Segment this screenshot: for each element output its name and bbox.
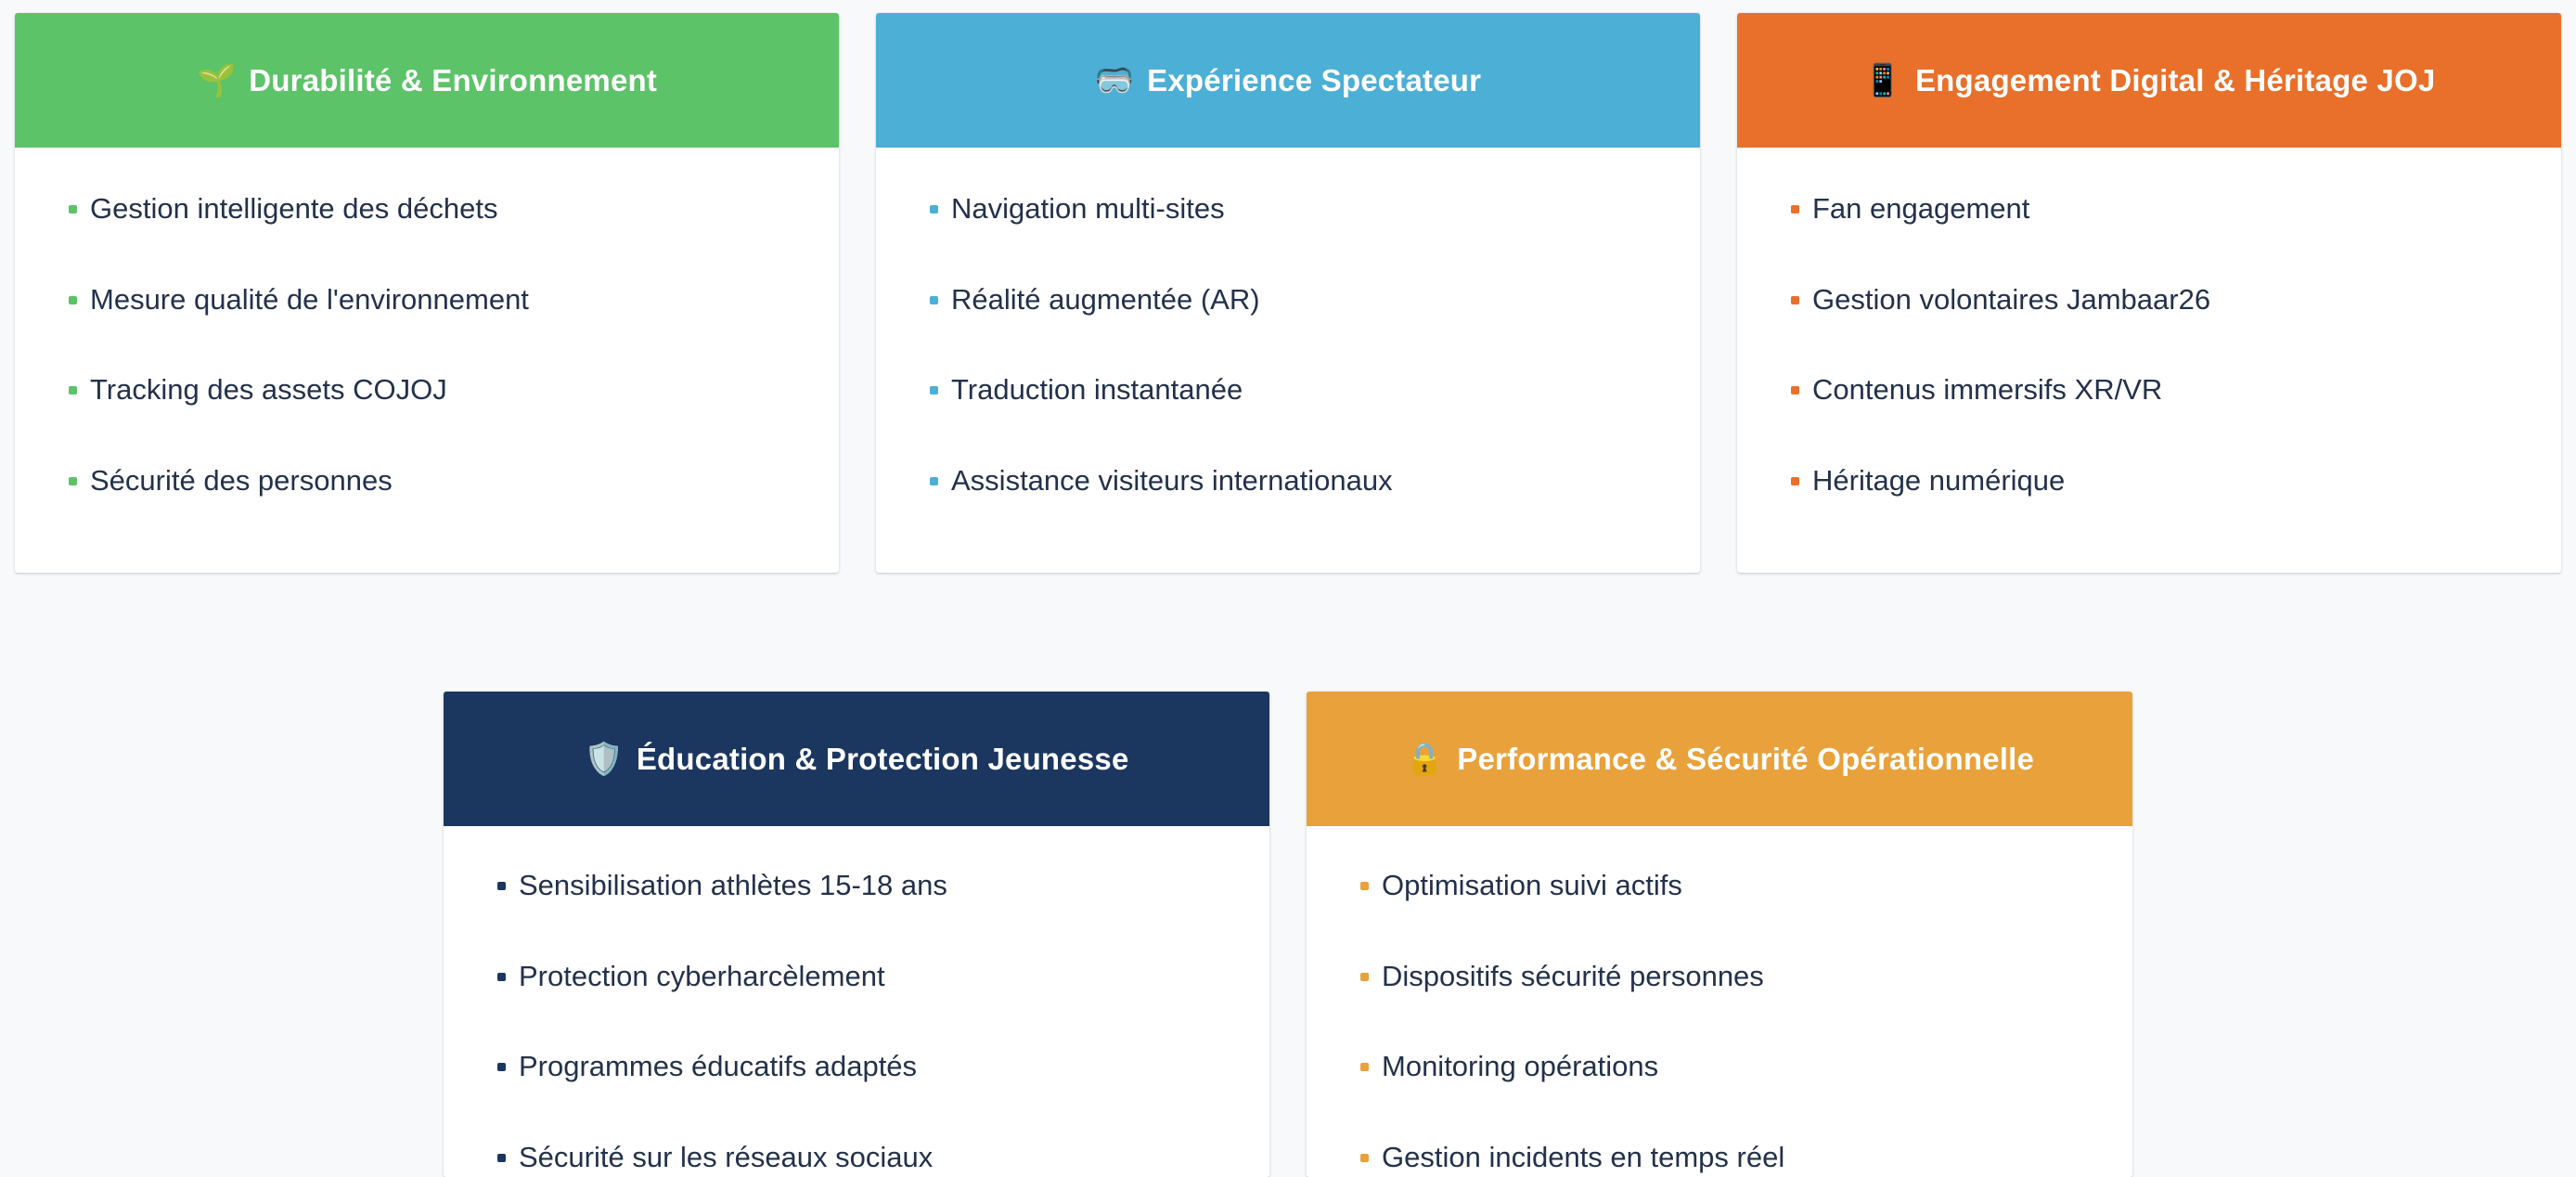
- lock-icon: 🔒: [1404, 741, 1445, 777]
- list-item-label: Héritage numérique: [1812, 463, 2066, 497]
- list-item: Tracking des assets COJOJ: [69, 373, 785, 407]
- card-header-engagement-digital-heritage-joj: 📱 Engagement Digital & Héritage JOJ: [1737, 13, 2561, 148]
- card-header-inner: 🔒 Performance & Sécurité Opérationnelle: [1405, 742, 2034, 777]
- bullet-icon: [1360, 1153, 1369, 1162]
- bullet-icon: [497, 972, 506, 981]
- card-title: Performance & Sécurité Opérationnelle: [1457, 741, 2035, 776]
- list-item-label: Fan engagement: [1812, 192, 2030, 225]
- list-item-label: Gestion volontaires Jambaar26: [1812, 282, 2211, 316]
- list-item: Navigation multi-sites: [930, 192, 1646, 226]
- list-item-label: Réalité augmentée (AR): [951, 282, 1260, 316]
- card-title: Durabilité & Environnement: [249, 62, 658, 97]
- card-header-inner: 📱 Engagement Digital & Héritage JOJ: [1863, 63, 2436, 98]
- list-item: Monitoring opérations: [1360, 1050, 2079, 1083]
- list-item-label: Programmes éducatifs adaptés: [519, 1050, 918, 1083]
- list-item: Traduction instantanée: [930, 373, 1646, 407]
- bullet-icon: [1360, 882, 1369, 890]
- list-item: Programmes éducatifs adaptés: [497, 1050, 1216, 1083]
- card-header-performance-securite-operationnelle: 🔒 Performance & Sécurité Opérationnelle: [1307, 692, 2132, 826]
- bullet-icon: [497, 1153, 506, 1162]
- list-item: Optimisation suivi actifs: [1360, 869, 2079, 902]
- bullet-icon: [1791, 476, 1799, 485]
- list-item-label: Optimisation suivi actifs: [1382, 869, 1682, 901]
- bullet-icon: [69, 386, 77, 395]
- bullet-icon: [930, 476, 938, 485]
- bullet-icon: [69, 476, 77, 485]
- bullet-icon: [69, 295, 77, 304]
- bullet-icon: [497, 1063, 506, 1072]
- card-header-education-protection-jeunesse: 🛡️ Éducation & Protection Jeunesse: [444, 692, 1269, 826]
- list-item: Sécurité sur les réseaux sociaux: [497, 1141, 1216, 1174]
- card-header-inner: 🥽 Expérience Spectateur: [1095, 63, 1481, 98]
- list-item-label: Sécurité des personnes: [90, 463, 393, 497]
- list-item-label: Gestion intelligente des déchets: [90, 192, 498, 225]
- list-item-label: Sécurité sur les réseaux sociaux: [519, 1140, 934, 1173]
- vr-goggles-icon: 🥽: [1094, 62, 1135, 98]
- list-item: Héritage numérique: [1791, 464, 2507, 498]
- list-item: Gestion intelligente des déchets: [69, 192, 785, 226]
- card-title: Expérience Spectateur: [1147, 62, 1482, 97]
- bullet-icon: [930, 386, 938, 395]
- list-item: Dispositifs sécurité personnes: [1360, 960, 2079, 993]
- bullet-icon: [1791, 386, 1799, 395]
- list-item-label: Traduction instantanée: [951, 373, 1243, 407]
- card-title: Engagement Digital & Héritage JOJ: [1914, 62, 2436, 97]
- bullet-icon: [497, 882, 506, 890]
- list-item: Gestion incidents en temps réel: [1360, 1141, 2079, 1174]
- card-title: Éducation & Protection Jeunesse: [636, 741, 1129, 776]
- list-item: Contenus immersifs XR/VR: [1791, 373, 2507, 407]
- bullet-icon: [1791, 295, 1799, 304]
- list-item: Réalité augmentée (AR): [930, 283, 1646, 317]
- list-item-label: Sensibilisation athlètes 15-18 ans: [519, 869, 947, 901]
- list-item: Protection cyberharcèlement: [497, 960, 1216, 993]
- list-item: Sensibilisation athlètes 15-18 ans: [497, 869, 1216, 902]
- list-item: Fan engagement: [1791, 192, 2507, 226]
- list-item: Assistance visiteurs internationaux: [930, 464, 1646, 498]
- list-item-label: Mesure qualité de l'environnement: [90, 282, 529, 316]
- mobile-phone-icon: 📱: [1862, 62, 1902, 98]
- list-item-label: Tracking des assets COJOJ: [90, 373, 447, 407]
- list-item: Sécurité des personnes: [69, 464, 785, 498]
- card-header-inner: 🌱 Durabilité & Environnement: [197, 63, 657, 98]
- list-item-label: Monitoring opérations: [1382, 1050, 1659, 1083]
- list-item-label: Contenus immersifs XR/VR: [1812, 373, 2163, 407]
- bullet-icon: [1791, 205, 1799, 213]
- list-item: Mesure qualité de l'environnement: [69, 283, 785, 317]
- bullet-icon: [930, 205, 938, 213]
- shield-icon: 🛡️: [584, 741, 624, 777]
- seedling-icon: 🌱: [196, 62, 237, 98]
- bullet-icon: [69, 205, 77, 213]
- list-item-label: Gestion incidents en temps réel: [1382, 1140, 1785, 1173]
- bullet-icon: [1360, 972, 1369, 981]
- bullet-icon: [1360, 1063, 1369, 1072]
- card-header-inner: 🛡️ Éducation & Protection Jeunesse: [585, 742, 1129, 777]
- list-item: Gestion volontaires Jambaar26: [1791, 283, 2507, 317]
- card-header-durabilite-environnement: 🌱 Durabilité & Environnement: [15, 13, 839, 148]
- list-item-label: Dispositifs sécurité personnes: [1382, 959, 1764, 992]
- list-item-label: Protection cyberharcèlement: [519, 959, 885, 992]
- bullet-icon: [930, 295, 938, 304]
- card-engagement-digital-heritage-joj: 📱 Engagement Digital & Héritage JOJ Fan en…: [1737, 13, 2561, 573]
- list-item-label: Navigation multi-sites: [951, 192, 1225, 225]
- list-item-label: Assistance visiteurs internationaux: [951, 463, 1393, 497]
- card-header-experience-spectateur: 🥽 Expérience Spectateur: [876, 13, 1700, 148]
